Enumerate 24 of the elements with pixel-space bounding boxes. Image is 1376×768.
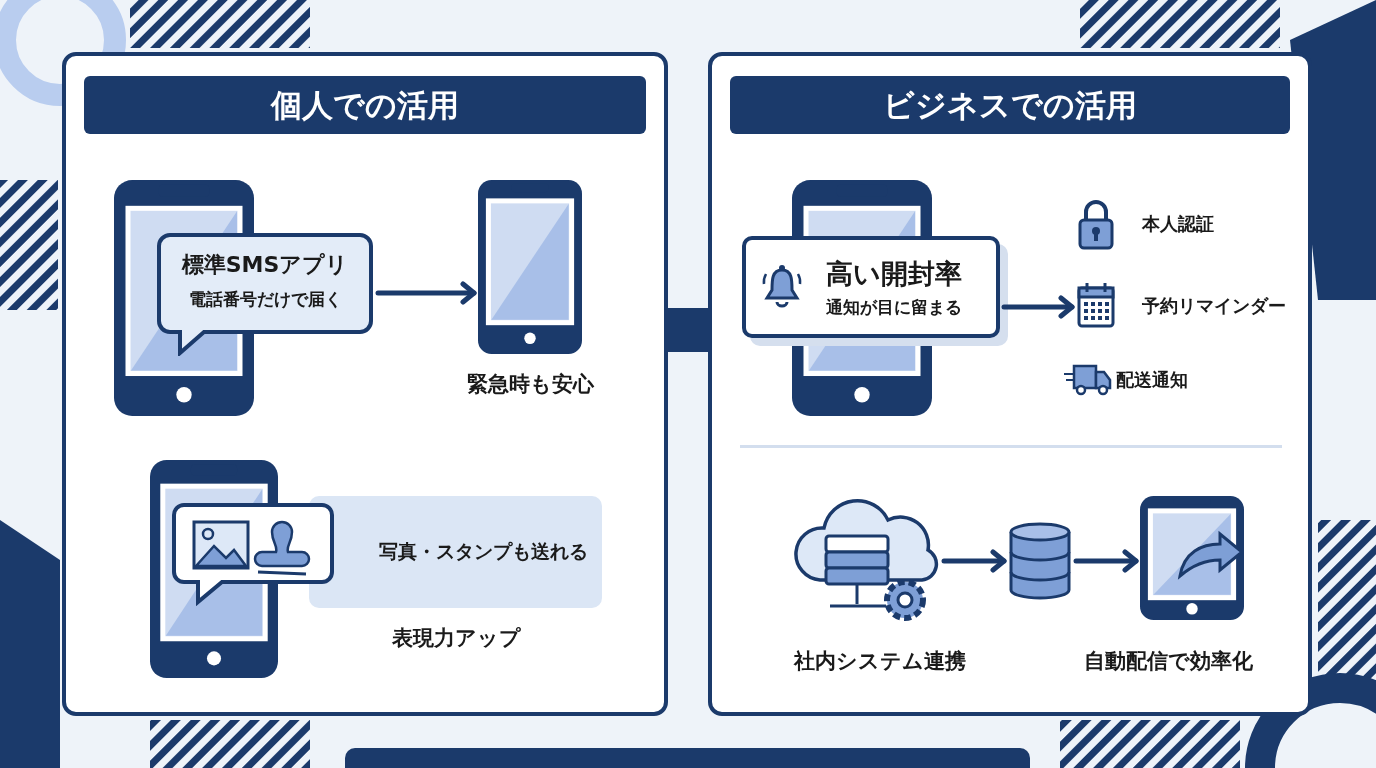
- arrow: [375, 281, 477, 305]
- heading-band: ビジネスでの活用: [730, 76, 1290, 134]
- list-item-label: 配送通知: [1116, 368, 1188, 392]
- card-text: 通知が目に留まる: [826, 296, 962, 319]
- heading-band: 個人での活用: [84, 76, 646, 134]
- phone-drawing: [1140, 496, 1244, 620]
- arrow: [1001, 295, 1075, 319]
- database-icon: [1008, 522, 1072, 600]
- panel-card: [62, 52, 668, 716]
- arrow: [941, 549, 1007, 573]
- card-title: 高い開封率: [826, 257, 962, 291]
- bubble-text: 電話番号だけで届く: [187, 288, 343, 311]
- node-label: 自動配信で効率化: [1082, 648, 1254, 675]
- node-label: 緊急時も安心: [465, 371, 595, 398]
- node-label: 社内システム連携: [792, 648, 967, 675]
- phone-drawing: [478, 180, 582, 354]
- list-item-label: 本人認証: [1142, 212, 1214, 236]
- speech-bubble: [156, 232, 374, 356]
- panel-card: [708, 52, 1312, 716]
- feature-panel: 写真・スタンプも送れる: [309, 496, 602, 608]
- list-item-label: 予約リマインダー: [1142, 294, 1286, 318]
- arrow: [1073, 549, 1139, 573]
- node-label: 表現力アップ: [390, 625, 522, 652]
- bubble-title: 標準SMSアプリ: [180, 251, 350, 279]
